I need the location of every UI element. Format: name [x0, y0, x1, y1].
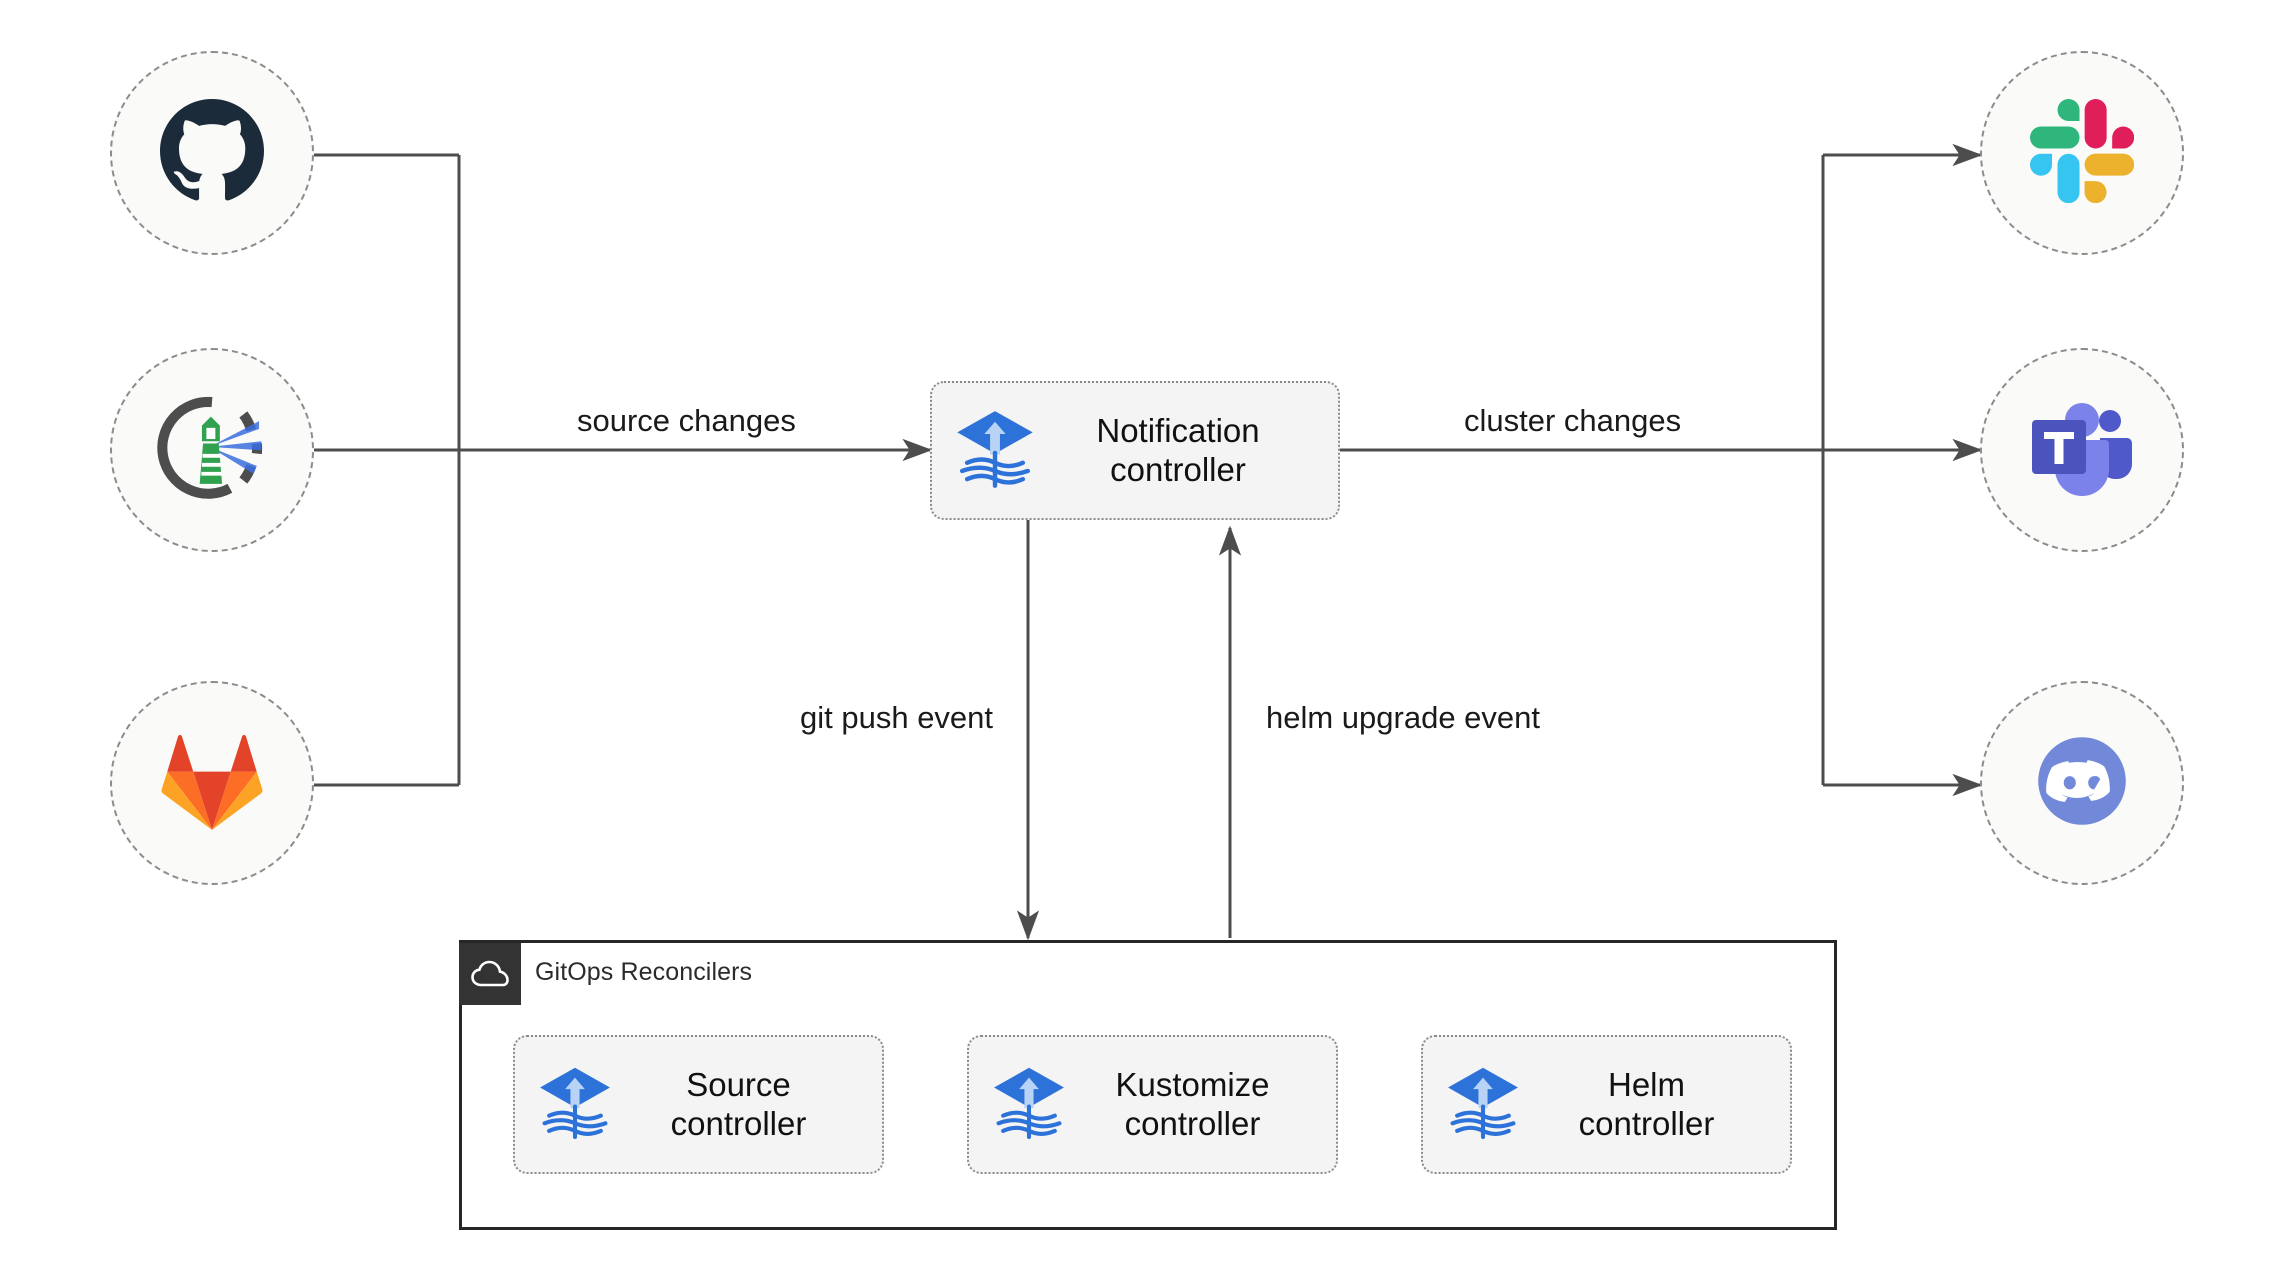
discord-icon — [2026, 725, 2138, 842]
notification-controller-node[interactable]: Notification controller — [930, 381, 1340, 520]
source-controller-node[interactable]: Source controller — [513, 1035, 884, 1174]
flux-cd-icon — [1445, 1064, 1521, 1145]
source-node-github[interactable] — [110, 51, 314, 255]
edge-label-source-changes: source changes — [577, 403, 796, 438]
source-node-flux[interactable] — [110, 348, 314, 552]
source-node-gitlab[interactable] — [110, 681, 314, 885]
flux-cd-icon — [954, 407, 1036, 494]
helm-controller-label: Helm controller — [1578, 1065, 1715, 1142]
destination-node-discord[interactable] — [1980, 681, 2184, 885]
gitlab-icon — [160, 729, 264, 838]
cloud-icon — [459, 943, 521, 1005]
source-controller-label: Source controller — [670, 1065, 807, 1142]
edge-label-git-push-event: git push event — [800, 700, 994, 735]
flux-cd-icon — [991, 1064, 1067, 1145]
helm-controller-node[interactable]: Helm controller — [1421, 1035, 1792, 1174]
kustomize-controller-label: Kustomize controller — [1115, 1065, 1270, 1142]
edge-label-helm-upgrade-event: helm upgrade event — [1266, 700, 1541, 735]
flux-lighthouse-icon — [156, 392, 268, 509]
edge-label-cluster-changes: cluster changes — [1464, 403, 1682, 438]
slack-icon — [2030, 98, 2135, 208]
destination-node-teams[interactable] — [1980, 348, 2184, 552]
destination-node-slack[interactable] — [1980, 51, 2184, 255]
notification-controller-label: Notification controller — [1096, 411, 1260, 488]
microsoft-teams-icon — [2030, 396, 2134, 505]
github-icon — [160, 98, 264, 208]
gitops-reconcilers-title: GitOps Reconcilers — [535, 958, 753, 986]
kustomize-controller-node[interactable]: Kustomize controller — [967, 1035, 1338, 1174]
flux-cd-icon — [537, 1064, 613, 1145]
